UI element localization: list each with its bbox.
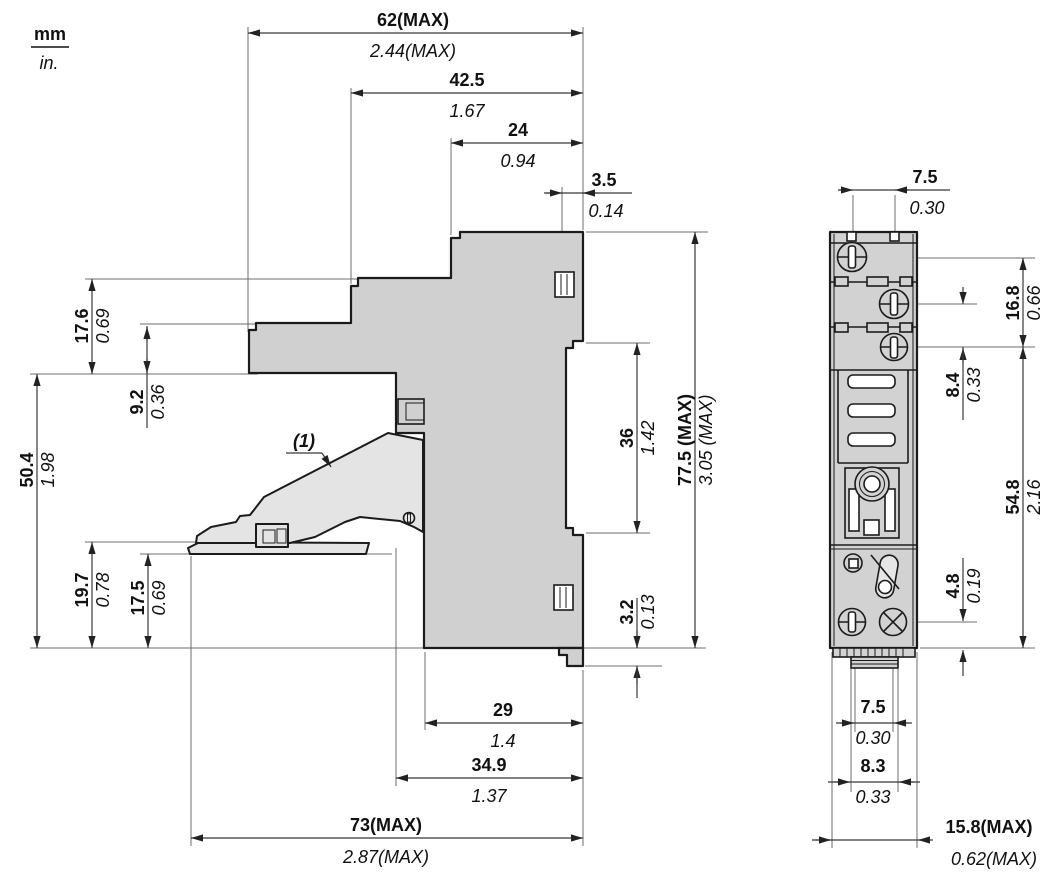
- lever-note: (1): [286, 431, 332, 468]
- dim-36-mm: 36: [617, 428, 637, 448]
- terminal-divider: [830, 276, 917, 287]
- units-in-label: in.: [39, 53, 58, 73]
- dim-8-4-in: 0.33: [964, 367, 984, 402]
- side-view-extension-lines: [30, 27, 708, 846]
- terminal-screw: [879, 332, 909, 362]
- dim-62max-mm: 62(MAX): [377, 10, 449, 30]
- dim-4-8-mm: 4.8: [943, 573, 963, 598]
- side-view-lever-pocket-window: [397, 398, 425, 425]
- dim-17-5-mm: 17.5: [128, 580, 148, 615]
- units-legend: mm in.: [31, 24, 69, 73]
- dim-42-5-mm: 42.5: [449, 70, 484, 90]
- side-view: [187, 230, 585, 668]
- dim-9-2-in: 0.36: [148, 384, 168, 420]
- side-view-socket-body: [247, 230, 585, 650]
- dim-3-2-mm: 3.2: [617, 599, 637, 624]
- side-view-lever-pivot: [402, 511, 416, 525]
- dim-34-9-in: 1.37: [471, 786, 507, 806]
- dim-7-5-bottom-in: 0.30: [855, 728, 890, 748]
- marker-hole: [843, 553, 863, 573]
- dim-3-5-mm: 3.5: [591, 170, 616, 190]
- front-view-din-foot: [832, 647, 916, 669]
- retaining-clip-block: [844, 466, 900, 539]
- mounting-screw: [837, 607, 867, 637]
- front-view-extension-lines: [831, 195, 1035, 848]
- dim-19-7-mm: 19.7: [72, 572, 92, 607]
- side-view-extraction-lever: [195, 432, 424, 544]
- dim-36-in: 1.42: [638, 420, 658, 455]
- dim-8-3-mm: 8.3: [860, 756, 885, 776]
- dim-77-5max-in: 3.05 (MAX): [696, 394, 716, 485]
- dim-50-4-mm: 50.4: [17, 452, 37, 487]
- dim-16-8-in: 0.66: [1024, 285, 1044, 321]
- front-view-dimension-labels: 7.5 0.30 16.8 0.66 8.4 0.33 54.8 2.16 4.…: [855, 167, 1044, 869]
- dim-3-2-in: 0.13: [638, 594, 658, 629]
- dim-19-7-in: 0.78: [93, 572, 113, 607]
- front-view-dimension-lines: [812, 186, 1027, 844]
- front-view: [828, 230, 919, 669]
- dim-54-8-mm: 54.8: [1003, 479, 1023, 514]
- dim-24-in: 0.94: [500, 151, 535, 171]
- relay-slot-rails: [837, 370, 909, 464]
- dim-4-8-in: 0.19: [964, 568, 984, 603]
- terminal-screw: [878, 288, 910, 320]
- top-strip-notch: [846, 231, 857, 242]
- dim-15-8max-in: 0.62(MAX): [951, 849, 1037, 869]
- keyhole-cutout: [870, 554, 900, 599]
- dim-29-mm: 29: [493, 700, 513, 720]
- dim-9-2-mm: 9.2: [127, 389, 147, 414]
- dim-17-6-mm: 17.6: [72, 308, 92, 343]
- dim-8-4-mm: 8.4: [943, 372, 963, 397]
- side-view-dimension-lines: [33, 29, 699, 842]
- terminal-divider: [830, 322, 917, 333]
- dim-54-8-in: 2.16: [1024, 479, 1044, 516]
- dim-17-5-in: 0.69: [149, 580, 169, 615]
- dim-7-5-bottom-mm: 7.5: [860, 697, 885, 717]
- side-view-din-foot: [557, 646, 585, 668]
- side-view-top-clip: [554, 271, 575, 298]
- dim-29-in: 1.4: [490, 731, 515, 751]
- units-mm-label: mm: [34, 24, 66, 44]
- dim-24-mm: 24: [508, 120, 528, 140]
- dim-50-4-in: 1.98: [38, 452, 58, 487]
- dim-17-6-in: 0.69: [93, 308, 113, 343]
- lever-note-label: (1): [293, 431, 315, 451]
- side-view-dimension-labels: 62(MAX) 2.44(MAX) 42.5 1.67 24 0.94 3.5 …: [17, 10, 716, 867]
- dim-8-3-in: 0.33: [855, 787, 890, 807]
- side-view-lever-buckle: [255, 523, 289, 548]
- dim-34-9-mm: 34.9: [471, 755, 506, 775]
- dim-7-5-top-in: 0.30: [909, 198, 944, 218]
- dim-77-5max-mm: 77.5 (MAX): [675, 394, 695, 486]
- top-strip-notch: [889, 231, 900, 242]
- terminal-screw: [836, 241, 868, 273]
- dim-73max-mm: 73(MAX): [350, 815, 422, 835]
- dim-73max-in: 2.87(MAX): [342, 847, 429, 867]
- dim-42-5-in: 1.67: [449, 101, 485, 121]
- dim-15-8max-mm: 15.8(MAX): [945, 817, 1032, 837]
- dim-3-5-in: 0.14: [588, 201, 623, 221]
- dim-7-5-top-mm: 7.5: [912, 167, 937, 187]
- dim-16-8-mm: 16.8: [1003, 285, 1023, 320]
- dim-62max-in: 2.44(MAX): [369, 41, 456, 61]
- side-view-bottom-clip: [553, 584, 574, 611]
- phillips-screw: [878, 607, 908, 637]
